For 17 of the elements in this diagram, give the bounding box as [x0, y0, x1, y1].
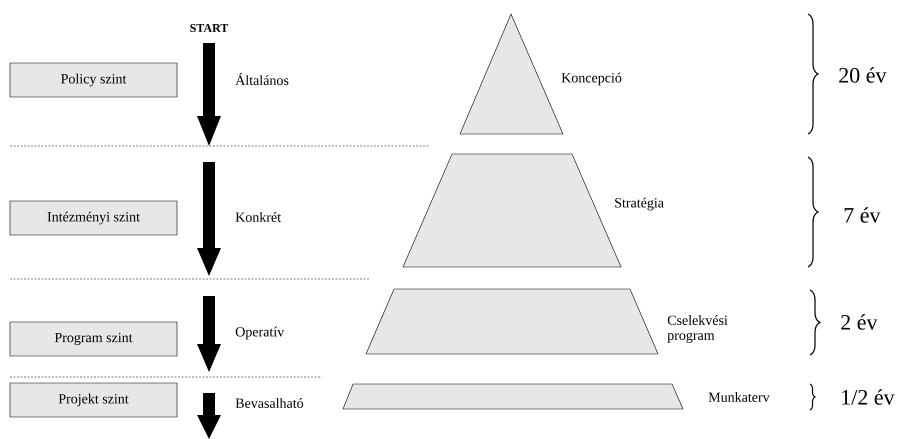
start-label: START [190, 24, 228, 32]
level-label: Bevasalható [236, 398, 304, 408]
duration-label: 20 év [839, 67, 886, 83]
layer-label: Munkaterv [708, 392, 770, 402]
level-label: Operatív [236, 326, 284, 340]
level-box: Policy szint [10, 62, 178, 98]
duration-label: 2 év [841, 314, 878, 330]
layer-label: Stratégia [615, 198, 664, 210]
duration-label: 1/2 év [842, 389, 895, 405]
level-box: Program szint [10, 322, 178, 356]
level-box: Projekt szint [10, 382, 178, 418]
level-label: Általános [235, 72, 288, 86]
level-box: Intézményi szint [10, 200, 178, 236]
layer-label: Koncepció [562, 72, 622, 86]
level-label: Konkrét [236, 212, 281, 222]
duration-label: 7 év [844, 207, 880, 223]
layer-label: Cselekvési program [667, 315, 728, 343]
